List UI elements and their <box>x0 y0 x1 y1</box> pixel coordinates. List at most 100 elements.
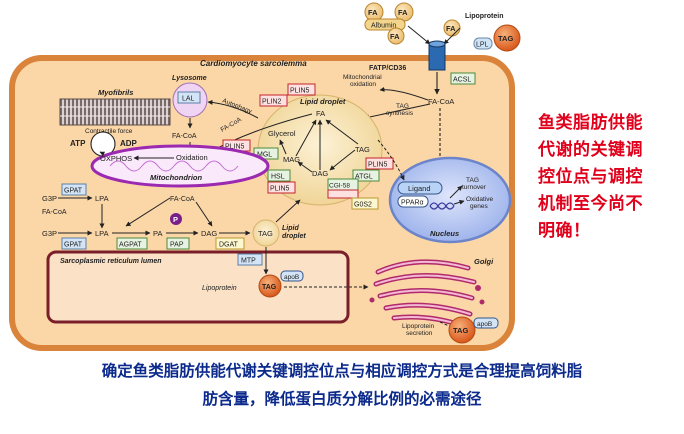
secreted-tag-ball <box>448 316 476 344</box>
sr-lumen <box>46 250 350 324</box>
plin5-right-label: PLIN5 <box>368 162 388 169</box>
golgi-vesicle-3 <box>369 297 375 303</box>
sr-apob-box <box>280 270 304 282</box>
mito-oxidation-line1: Mitochondrial <box>343 74 382 81</box>
arrow-dna-turnover <box>449 185 463 199</box>
fa-label-3: FA <box>390 32 400 41</box>
plin5-left-label: PLIN5 <box>225 144 245 151</box>
caption-line-1: 确定鱼类脂肪供能代谢关键调控位点与相应调控方式是合理提高饲料脂 <box>101 362 583 380</box>
lpl-box <box>473 37 493 50</box>
mito-oxidation-line2: oxidation <box>350 81 376 88</box>
plin2-box <box>259 94 288 107</box>
pa-label: PA <box>153 229 162 238</box>
oxidative-genes-line1: Oxidative <box>466 196 493 203</box>
fa-label-1: FA <box>368 8 378 17</box>
hsl-box <box>267 169 291 182</box>
gpat-box-1 <box>61 183 87 196</box>
secretion-line1: Lipoprotein <box>402 323 435 330</box>
tag-synthesis-line2: synthesis <box>386 110 414 117</box>
arrow-oxphos-atp <box>99 151 106 157</box>
ppar-box <box>397 195 429 208</box>
oxphos-label: OXPHOS <box>100 154 132 163</box>
droplet-fa: FA <box>316 109 325 118</box>
pap-box <box>166 237 190 250</box>
transporter-cylinder <box>428 43 446 71</box>
fa-label-2: FA <box>398 8 408 17</box>
golgi-vesicle-2 <box>479 299 485 305</box>
mitochondrion-title: Mitochondrion <box>150 173 202 182</box>
droplet-glycerol: Glycerol <box>268 129 296 138</box>
mgl-box <box>253 147 279 160</box>
myofibrils-bundle <box>59 98 171 126</box>
arrow-albumin-fa <box>407 25 431 45</box>
side-note-line-1: 鱼类脂肪供能 <box>538 113 643 133</box>
arrow-facoa-mito-ox <box>379 86 429 101</box>
myofibrils-title: Myofibrils <box>98 88 133 97</box>
lpa-2: LPA <box>95 229 109 238</box>
tag-turnover-line1: TAG <box>466 177 479 184</box>
side-note-line-4: 机制至今尚不 <box>538 194 643 214</box>
plin5-mid-label: PLIN5 <box>270 186 290 193</box>
synth-facoa-1: FA-CoA <box>42 209 67 216</box>
tag-turnover-line2: turnover <box>462 184 487 191</box>
plin5-mid-box <box>267 181 296 194</box>
secreted-tag-label: TAG <box>453 326 468 335</box>
arrow-mag-glycerol <box>279 139 287 155</box>
lysosome-facoa: FA-CoA <box>172 133 197 140</box>
golgi-vesicle-1 <box>475 285 481 291</box>
small-droplet-line1: Lipid <box>282 225 299 232</box>
arrow-small-large-droplet <box>275 199 301 223</box>
gpat-box-2 <box>61 237 87 250</box>
lipoprotein-tag-ball <box>493 24 521 52</box>
secreted-apob-label: apoB <box>477 321 492 328</box>
side-note: 鱼类脂肪供能 代谢的关键调 控位点与调控 机制至今尚不 明确！ <box>538 110 678 245</box>
arrow-facoa-droplet <box>364 103 431 120</box>
oxidative-genes-line2: genes <box>470 203 488 210</box>
nucleus-title: Nucleus <box>430 229 459 238</box>
g0s2-box <box>351 197 379 210</box>
plin2-label: PLIN2 <box>262 99 282 106</box>
fa-label-4: FA <box>446 24 456 33</box>
phosphate-label: P <box>173 215 178 224</box>
secreted-apob-box <box>473 317 499 329</box>
lal-label: LAL <box>182 96 195 103</box>
dgat-box <box>215 237 245 250</box>
plin-mini-box <box>327 189 359 199</box>
synth-dag: DAG <box>201 229 217 238</box>
atgl-label: ATGL <box>355 174 373 181</box>
g3p-2: G3P <box>42 229 57 238</box>
gpat-label-2: GPAT <box>64 242 83 249</box>
droplet-mag: MAG <box>283 155 300 164</box>
arrow-mag-fa <box>295 119 317 157</box>
dgat-label: DGAT <box>219 242 239 249</box>
arrow-lipoprotein-fa <box>443 27 461 45</box>
caption-line-2: 肪含量，降低蛋白质分解比例的必需途径 <box>202 390 482 408</box>
droplet-dag: DAG <box>312 169 328 178</box>
mgl-label: MGL <box>257 152 272 159</box>
plin5-top-label: PLIN5 <box>290 88 310 95</box>
adp-label: ADP <box>120 139 138 148</box>
sr-tag-label: TAG <box>262 284 277 291</box>
acsl-box <box>450 72 476 85</box>
lipid-droplet-title: Lipid droplet <box>300 97 346 106</box>
transporter-label: FATP/CD36 <box>369 65 406 72</box>
sr-lipoprotein-label: Lipoprotein <box>202 285 237 292</box>
mtp-box <box>237 253 263 266</box>
lipoprotein-tag-label: TAG <box>498 34 513 43</box>
secretion-line2: secretion <box>406 330 433 337</box>
arrow-dag-mag <box>297 161 313 173</box>
ligand-label: Ligand <box>408 184 431 193</box>
plin5-right-box <box>365 157 394 170</box>
nucleus <box>388 156 512 244</box>
albumin-box <box>364 18 406 31</box>
side-note-line-5: 明确！ <box>538 221 591 241</box>
mtp-label: MTP <box>241 258 256 265</box>
golgi-stack-inner <box>375 260 475 327</box>
arrow-tag-fa <box>325 119 359 145</box>
